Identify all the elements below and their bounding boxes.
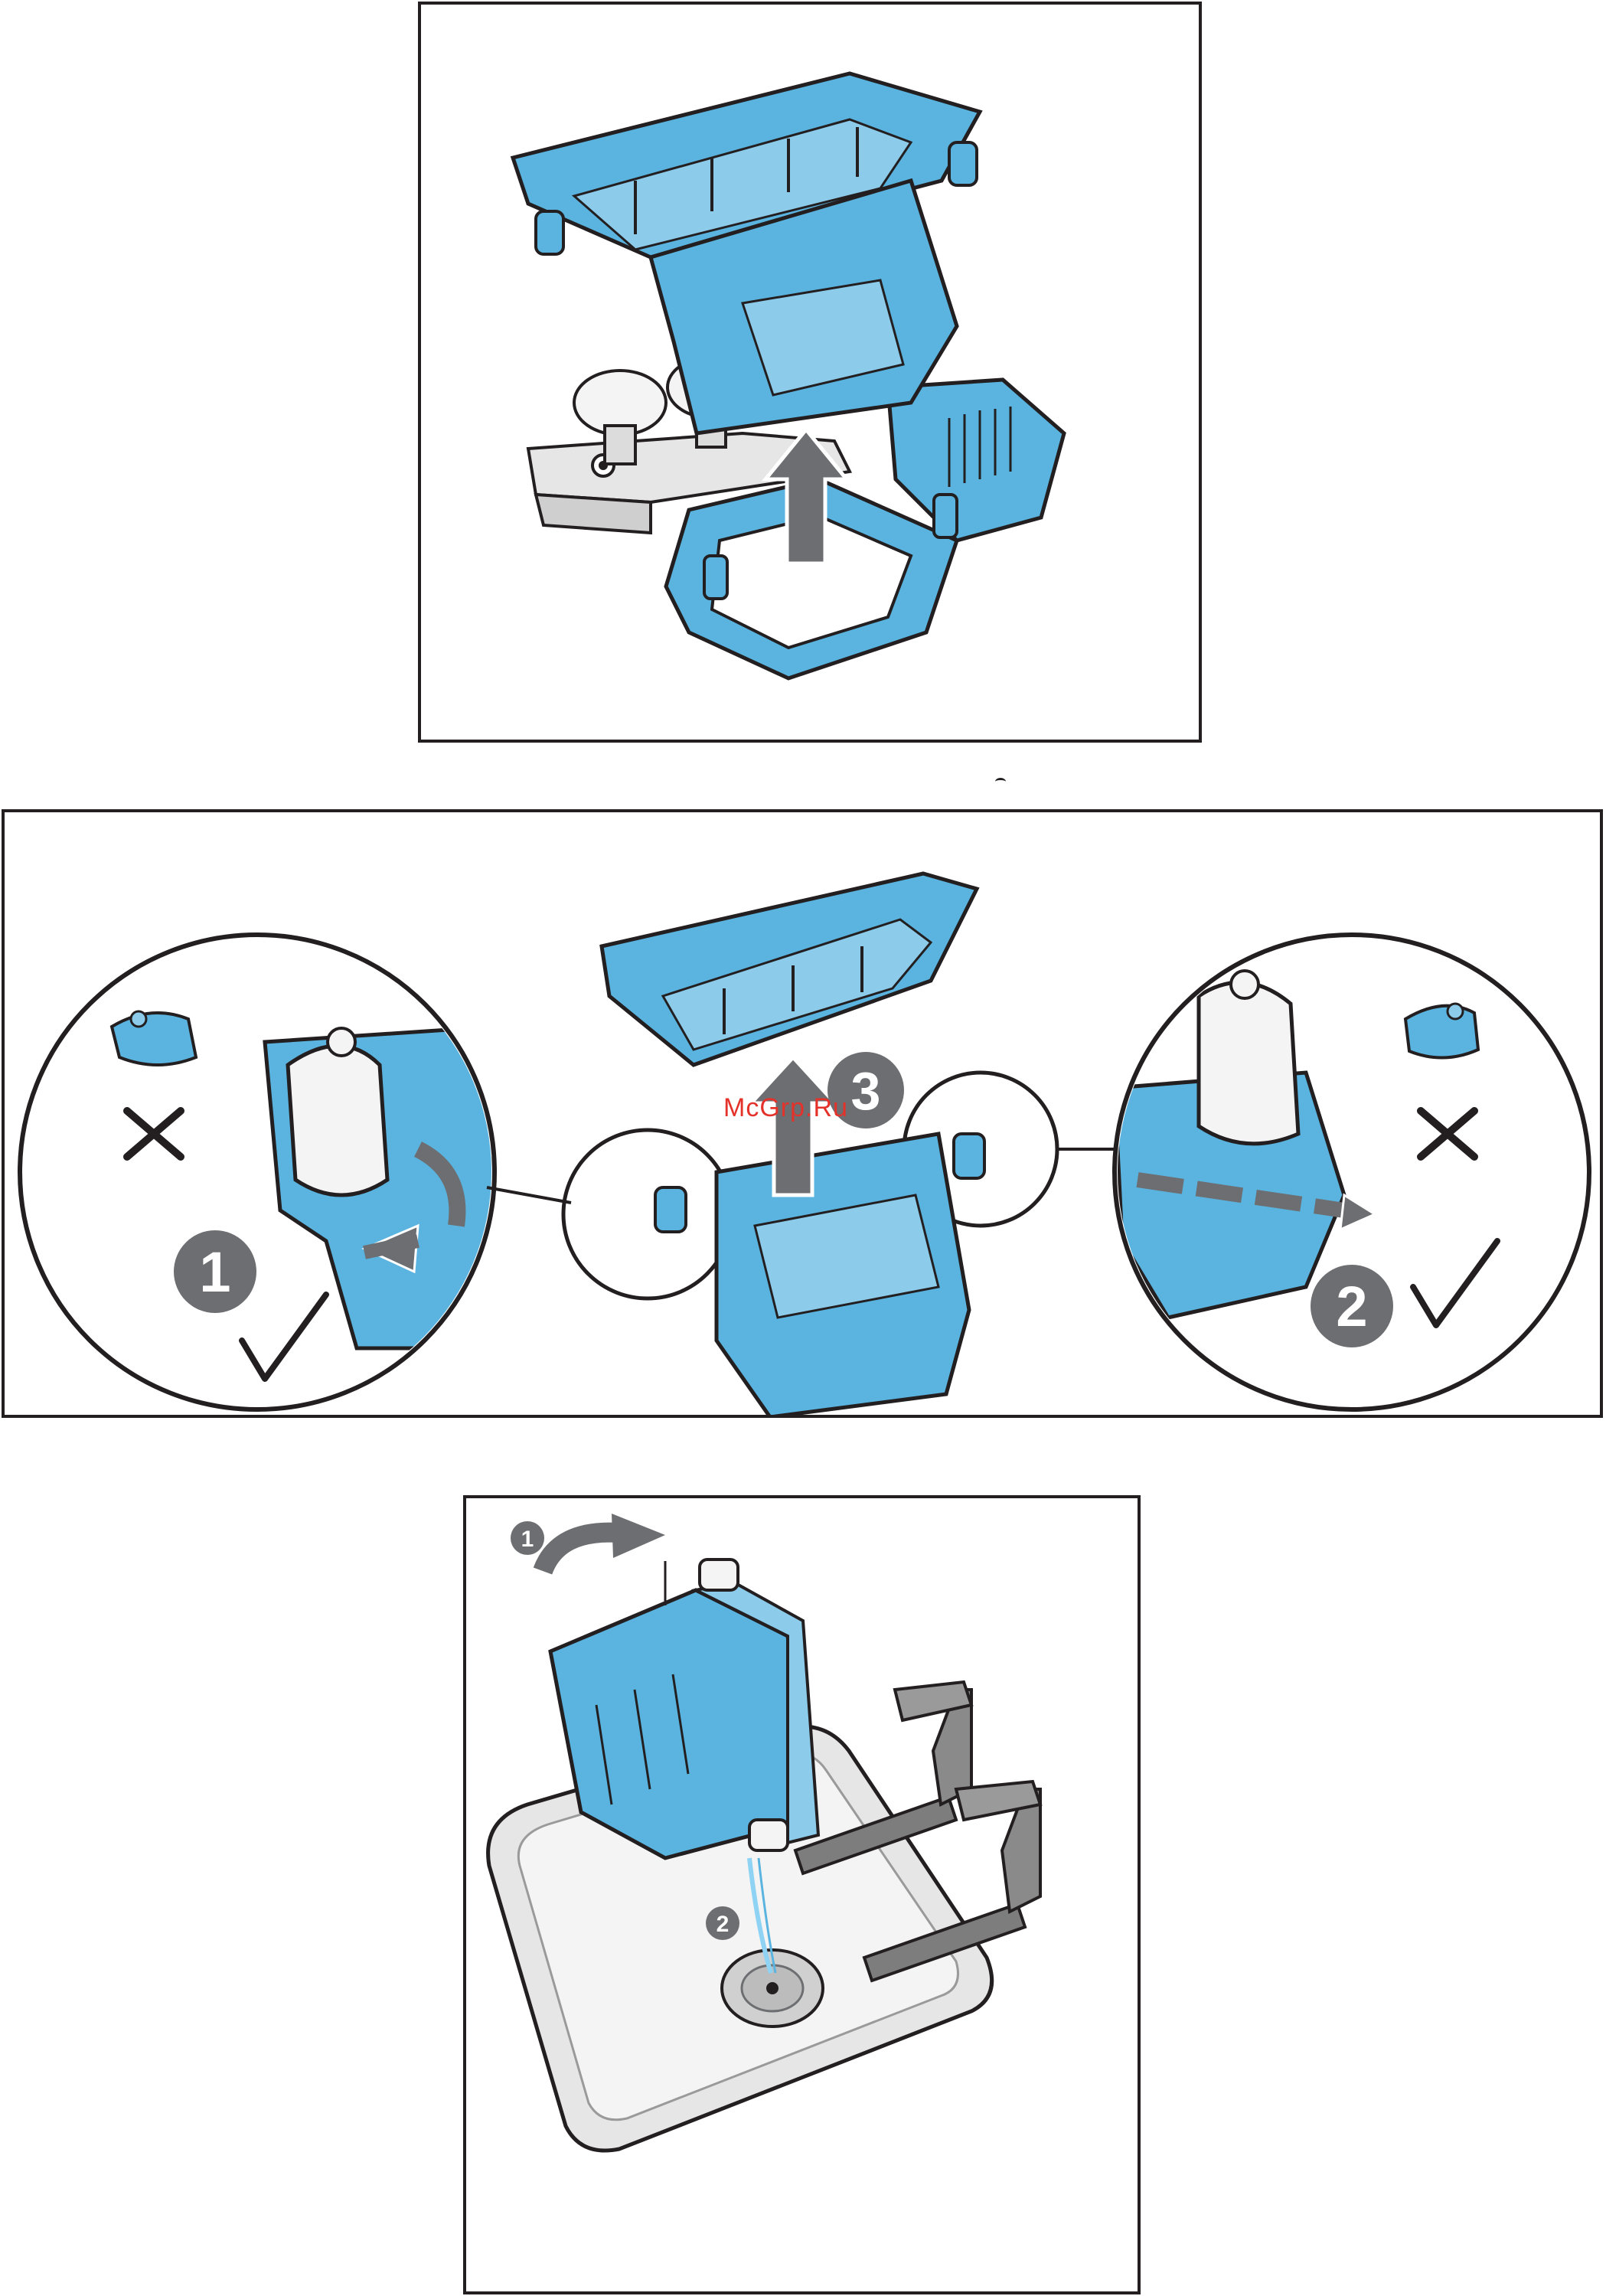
- step-number-3: 3: [851, 1061, 881, 1121]
- illustration-panel-remove-upper-frame: [418, 2, 1202, 743]
- step-number-2: 2: [1336, 1275, 1367, 1338]
- step-number-1: 1: [199, 1240, 230, 1304]
- stray-mark: [995, 778, 1006, 785]
- empty-tank-illustration: 1 2: [466, 1498, 1141, 2294]
- step-number-1: 1: [521, 1527, 534, 1552]
- step-badge-1: 1: [511, 1521, 544, 1555]
- remove-frame-illustration: [421, 5, 1202, 743]
- upper-frame: [602, 874, 977, 1065]
- step-number-2: 2: [716, 1912, 730, 1937]
- step-badge-1: 1: [174, 1230, 256, 1313]
- water-tank: [550, 1560, 818, 1858]
- left-detail-circle: [20, 935, 525, 1409]
- left-clip-highlight: [563, 1130, 732, 1298]
- illustration-panel-empty-in-sink: 1 2: [463, 1495, 1141, 2294]
- rotate-arrow-icon: [543, 1514, 665, 1571]
- watermark: McGrp.Ru: [723, 1093, 848, 1123]
- step-badge-2: 2: [706, 1906, 739, 1940]
- upper-frame: [513, 73, 980, 433]
- connector-line-left: [487, 1187, 571, 1203]
- step-badge-2: 2: [1311, 1265, 1393, 1347]
